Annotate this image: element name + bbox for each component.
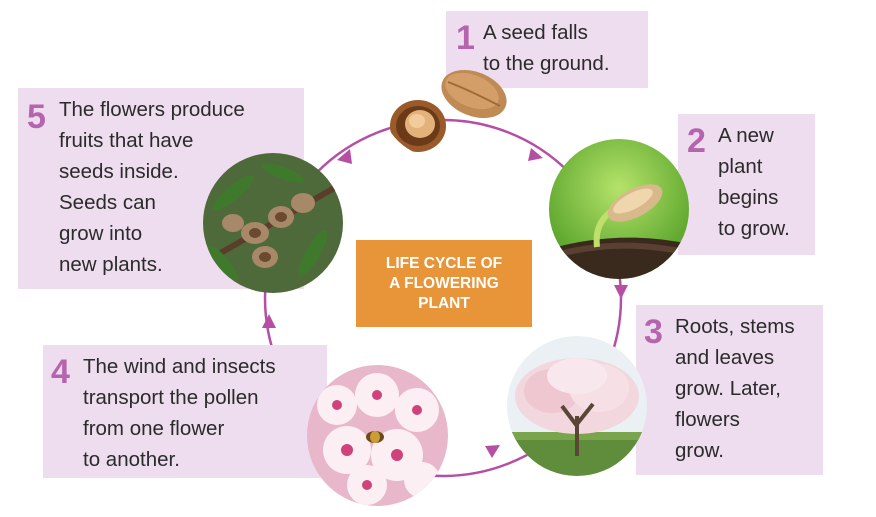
step-2-text: A new plant begins to grow. <box>718 124 790 240</box>
flowering-tree-image <box>507 336 647 476</box>
step-5-text: The flowers produce fruits that have see… <box>59 98 245 276</box>
cycle-arrow-1 <box>528 148 543 161</box>
cycle-arrow-4 <box>262 314 276 328</box>
step-3-box: 3 Roots, stems and leaves grow. Later, f… <box>636 305 823 475</box>
step-4-text: The wind and insects transport the polle… <box>83 355 276 471</box>
step-2-number: 2 <box>687 122 706 160</box>
center-label: LIFE CYCLE OF A FLOWERING PLANT <box>356 240 532 327</box>
step-4-box: 4 The wind and insects transport the pol… <box>43 345 327 478</box>
step-1-box: 1 A seed falls to the ground. <box>446 11 648 88</box>
cycle-arrow-3 <box>485 445 500 458</box>
step-3-text: Roots, stems and leaves grow. Later, flo… <box>675 315 795 462</box>
step-4-number: 4 <box>51 353 70 391</box>
seedling-image <box>549 139 689 279</box>
cycle-arrow-5 <box>337 149 352 164</box>
step-1-number: 1 <box>456 19 475 57</box>
cycle-arrow-2 <box>614 285 628 299</box>
almond-fruits-on-branch-image <box>203 153 343 293</box>
blossom-with-bee-image <box>307 365 448 506</box>
step-1-text: A seed falls to the ground. <box>483 21 610 75</box>
step-3-number: 3 <box>644 313 663 351</box>
step-2-box: 2 A new plant begins to grow. <box>678 114 815 255</box>
step-5-number: 5 <box>27 98 46 136</box>
almond-seed-image <box>390 69 507 152</box>
